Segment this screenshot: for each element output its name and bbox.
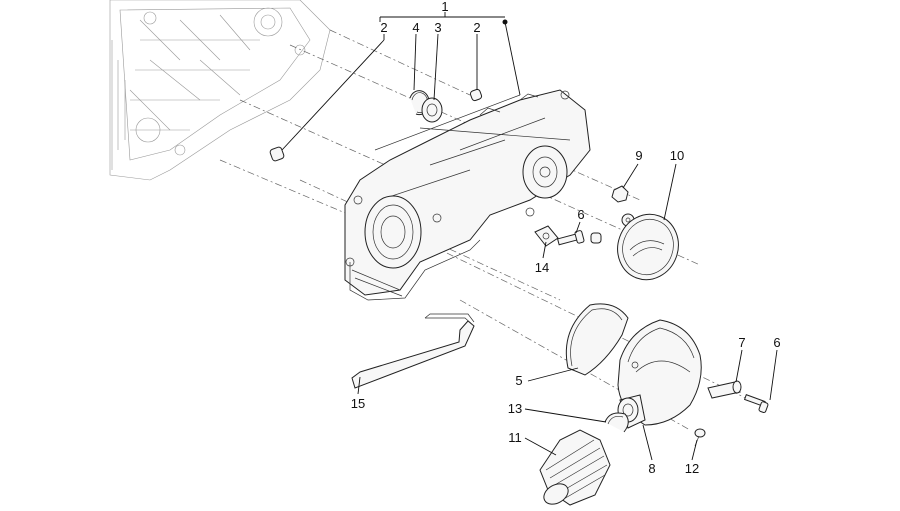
callout-10: 10 (670, 148, 684, 163)
dowel-pin-right (469, 88, 483, 102)
callout-9: 9 (635, 148, 642, 163)
dowel-pin-left (269, 146, 285, 162)
bolt-lower (743, 394, 769, 414)
callout-labels: 1 2 4 3 2 9 10 6 14 7 6 5 15 13 11 8 12 (351, 0, 781, 476)
spacer-tube (707, 380, 742, 399)
bracket (534, 225, 559, 247)
callout-2-left: 2 (380, 20, 387, 35)
screw-small (694, 428, 706, 447)
air-intake-cover (617, 319, 702, 429)
callout-11: 11 (508, 430, 522, 445)
callout-8: 8 (648, 461, 655, 476)
spacer (590, 232, 602, 244)
bearing (421, 97, 443, 123)
callout-14: 14 (535, 260, 549, 275)
gasket-ring (565, 303, 629, 376)
transmission-cover (344, 89, 591, 301)
callout-12: 12 (685, 461, 699, 476)
callout-6-lower: 6 (773, 335, 780, 350)
callout-4: 4 (412, 20, 419, 35)
l-shaped-rod (351, 313, 475, 389)
callout-1: 1 (441, 0, 448, 14)
bolt-upper (556, 230, 585, 246)
callout-15: 15 (351, 396, 365, 411)
callout-2-right: 2 (473, 20, 480, 35)
callout-5: 5 (515, 373, 522, 388)
callout-6-upper: 6 (577, 207, 584, 222)
engine-crankcase (109, 0, 331, 181)
callout-3: 3 (434, 20, 441, 35)
hose-clamp (604, 412, 629, 433)
logo-cap (617, 213, 679, 281)
callout-7: 7 (738, 335, 745, 350)
callout-13: 13 (508, 401, 522, 416)
nut (611, 185, 629, 203)
leader-lines (281, 12, 778, 461)
corrugated-duct (539, 429, 611, 506)
